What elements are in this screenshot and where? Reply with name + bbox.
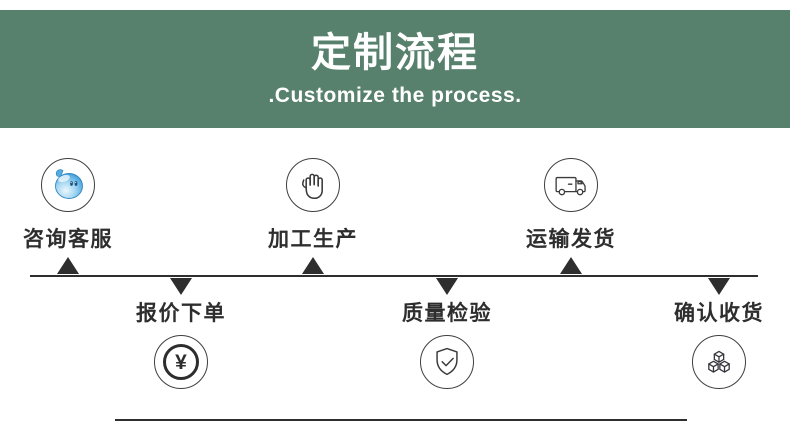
goods-boxes-icon xyxy=(708,350,730,373)
icon-circle xyxy=(420,335,474,389)
page-title: 定制流程 xyxy=(311,31,479,75)
step-shipping: 运输发货 xyxy=(501,156,641,274)
page-subtitle: .Customize the process. xyxy=(268,84,522,107)
yuan-currency-icon: ¥ xyxy=(163,344,199,380)
step-label: 质量检验 xyxy=(402,302,492,325)
step-label: 运输发货 xyxy=(526,228,616,251)
step-consult-service: 咨询客服 xyxy=(0,156,138,274)
icon-circle xyxy=(41,158,95,212)
icon-circle: ¥ xyxy=(154,335,208,389)
step-quality-inspection: 质量检验 xyxy=(377,278,517,389)
customer-service-mascot-icon xyxy=(55,169,83,199)
shield-check-icon xyxy=(436,347,458,376)
step-label: 报价下单 xyxy=(136,302,226,325)
step-label: 咨询客服 xyxy=(23,228,113,251)
delivery-truck-icon xyxy=(555,176,586,196)
yuan-symbol: ¥ xyxy=(175,350,187,374)
step-label: 加工生产 xyxy=(268,228,358,251)
bottom-separator-line xyxy=(115,419,687,421)
timeline-line xyxy=(30,275,758,277)
marker-triangle-up xyxy=(302,257,324,274)
marker-triangle-down xyxy=(436,278,458,295)
icon-circle xyxy=(692,335,746,389)
step-confirm-receipt: 确认收货 xyxy=(649,278,789,389)
step-production: 加工生产 xyxy=(243,156,383,274)
header-banner: 定制流程 .Customize the process. xyxy=(0,10,790,128)
hand-palm-icon xyxy=(301,173,323,200)
marker-triangle-up xyxy=(57,257,79,274)
marker-triangle-down xyxy=(170,278,192,295)
icon-circle xyxy=(286,158,340,212)
step-quote-order: 报价下单 ¥ xyxy=(111,278,251,389)
marker-triangle-down xyxy=(708,278,730,295)
marker-triangle-up xyxy=(560,257,582,274)
step-label: 确认收货 xyxy=(674,302,764,325)
icon-circle xyxy=(544,158,598,212)
